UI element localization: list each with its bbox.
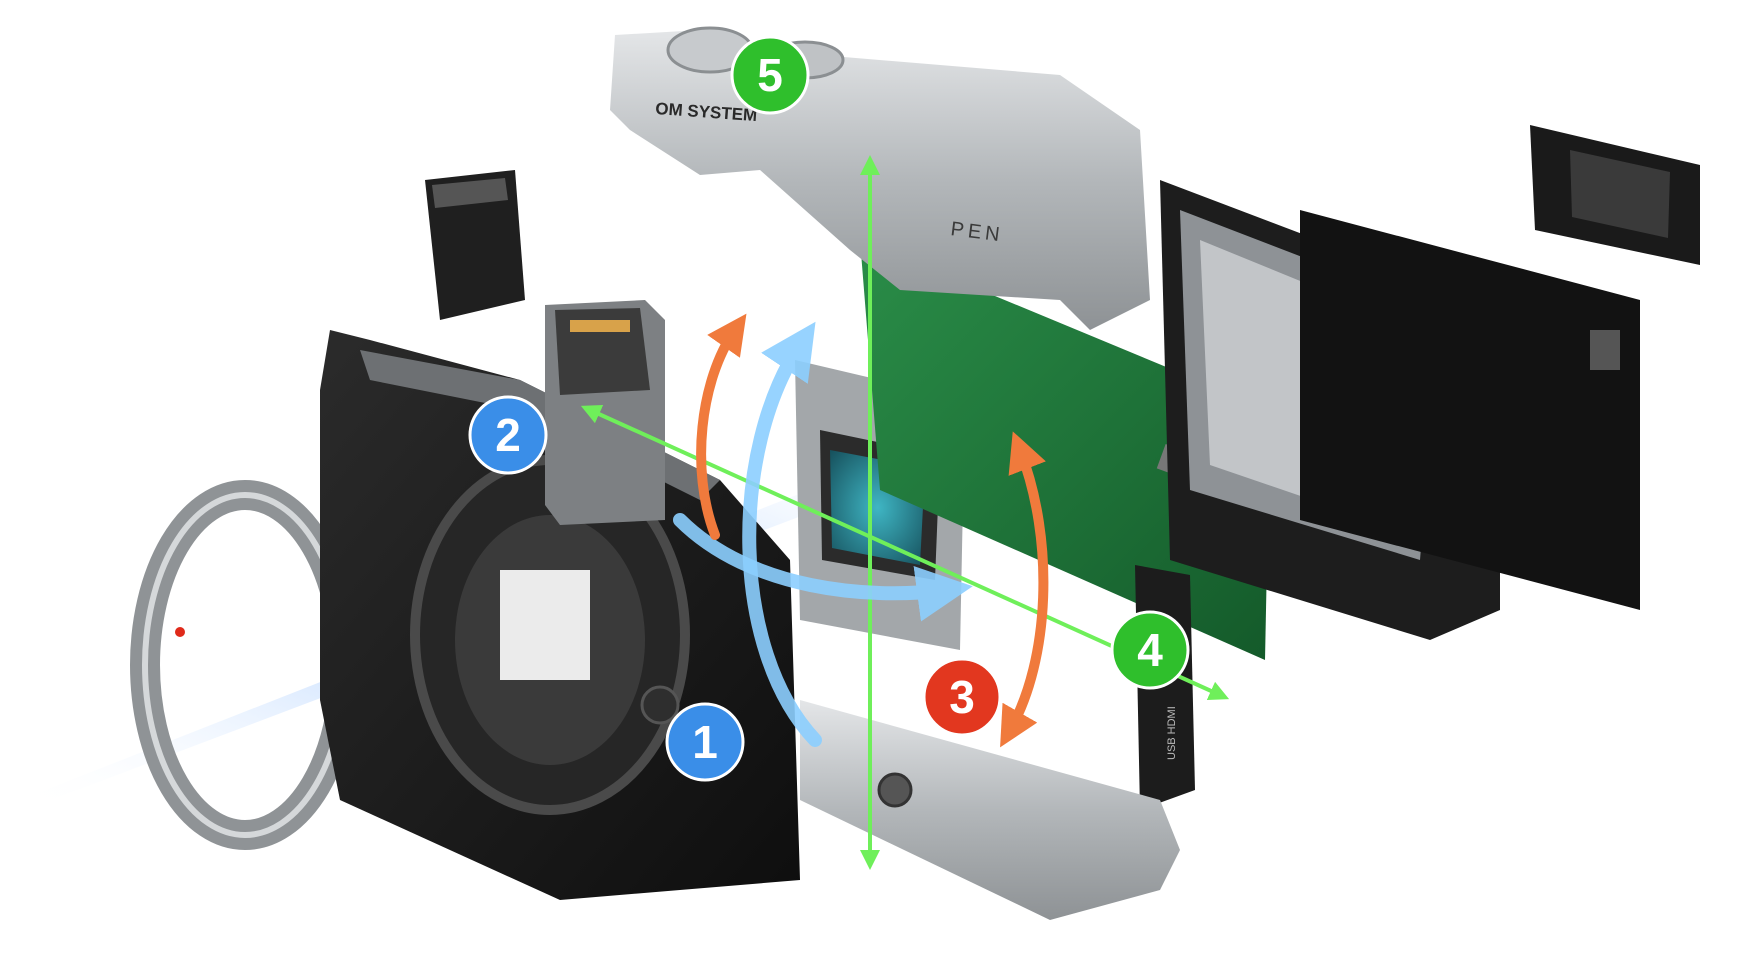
axis-badge-circle [1110, 610, 1190, 690]
axis-badge-circle [730, 35, 810, 115]
axis-badge-label: 2 [495, 409, 521, 461]
axis-badge-label: 5 [757, 49, 783, 101]
axis-3-rotation-arrow-right [1000, 431, 1049, 748]
bottom-plate [800, 700, 1180, 920]
lens-mount-ring [130, 480, 360, 850]
port-label: USB HDMI [1166, 706, 1178, 760]
axis-badge-1: 1 [665, 702, 745, 782]
axis-badge-label: 1 [692, 716, 718, 768]
rear-display [1300, 210, 1640, 610]
axis-badge-label: 3 [949, 671, 975, 723]
axis-badge-3: 3 [922, 657, 1002, 737]
battery-compartment [545, 300, 665, 525]
axis-badge-circle [665, 702, 745, 782]
axis-badge-circle [922, 657, 1002, 737]
axis-3-rotation-arrow-left [696, 313, 747, 540]
viewfinder-eyecup [1530, 125, 1700, 265]
axis-badges: 1 2 3 4 5 [468, 35, 1190, 782]
tripod-socket [877, 772, 913, 808]
axis-badge-2: 2 [468, 395, 548, 475]
axis-badge-5: 5 [730, 35, 810, 115]
battery [425, 170, 525, 320]
axis-badge-circle [468, 395, 548, 475]
axis-badge-label: 4 [1137, 624, 1163, 676]
axis-1-rotation-arrow [742, 321, 822, 747]
axis-badge-4: 4 [1110, 610, 1190, 690]
axis-2-rotation-arrow [673, 513, 973, 622]
lens-release-button [640, 685, 680, 725]
